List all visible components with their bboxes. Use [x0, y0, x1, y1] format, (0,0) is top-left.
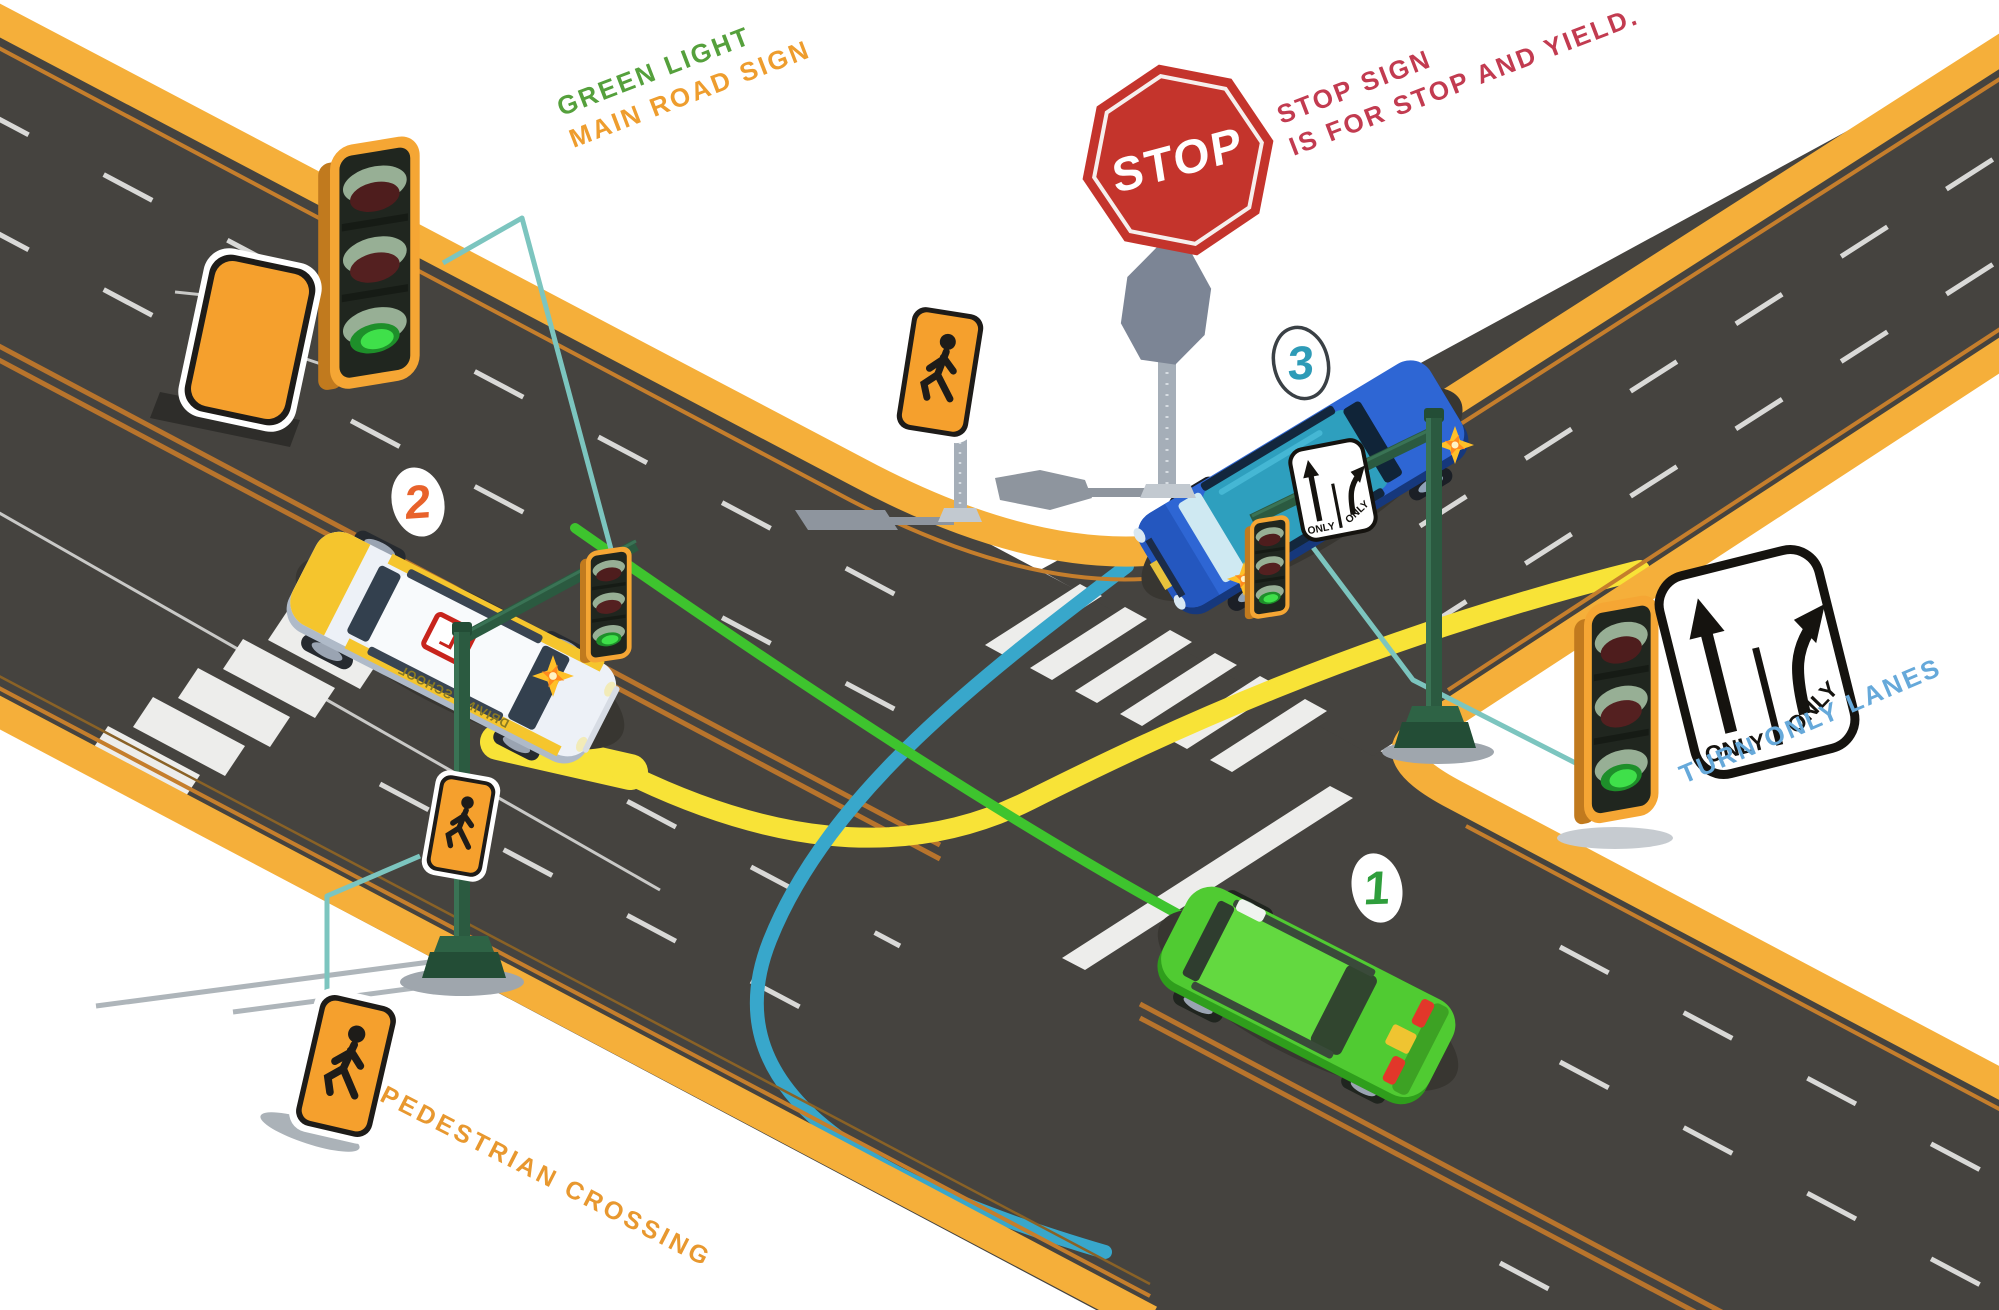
blue-car-grille	[1145, 537, 1186, 598]
driving-school-car: L DRIVING SCHOOL	[286, 530, 620, 764]
traffic-light-hanging-east	[1244, 513, 1290, 621]
lane-sign-small: ONLY ONLY	[1288, 438, 1378, 542]
stop-sign-back	[1120, 247, 1212, 365]
trajectory-green	[570, 523, 1190, 923]
curb-east-accent-2	[1465, 824, 1999, 1112]
traffic-light-hanging-west	[580, 545, 632, 665]
straight-arrow-icon-small	[1303, 460, 1320, 479]
straight-arrow-icon	[1689, 598, 1725, 640]
ped-pole-shadow	[884, 517, 954, 525]
stop-pole-shadow	[1082, 488, 1154, 497]
stop-sign: STOP	[1082, 64, 1274, 256]
callout-green-light	[441, 215, 615, 554]
taxi-side-window-far	[406, 569, 543, 644]
blue-car-roof-highlight	[1218, 430, 1323, 495]
blue-car-hood	[1137, 501, 1230, 608]
stop-sign-octagon	[1082, 64, 1274, 256]
pole-shadow-line-1	[95, 959, 431, 1009]
right-turn-arrow-icon	[1793, 603, 1825, 644]
green-car-windshield	[1182, 900, 1235, 982]
green-car-side-window-far	[1232, 899, 1376, 977]
green-car-taillight-1	[1411, 999, 1435, 1028]
curb-south	[0, 695, 1158, 1310]
signal-pole-east	[1249, 408, 1476, 748]
taxi-bumper	[582, 686, 620, 753]
blue-car-side-window-far	[1200, 405, 1336, 491]
ped-sign-shadow	[795, 510, 898, 530]
blue-car-windshield	[1178, 492, 1246, 583]
trajectory-yellow	[610, 560, 1650, 848]
green-car-taillight-2	[1382, 1056, 1406, 1085]
blue-car-rear-window	[1343, 401, 1402, 483]
green-car-hatch	[1392, 1003, 1449, 1095]
blue-car-headlight-1	[1133, 528, 1146, 543]
green-car-rear-window	[1310, 965, 1377, 1055]
curb-east-accent-1	[1446, 327, 1999, 692]
badge-1-number: 1	[1362, 861, 1392, 915]
callout-pedestrian	[324, 853, 421, 1002]
curb-south-accent	[0, 686, 1151, 1298]
callout-turn-lanes	[1310, 544, 1650, 803]
stop-line	[1062, 786, 1353, 970]
green-car	[1157, 886, 1456, 1105]
traffic-light-east	[1574, 592, 1659, 828]
badge-3-number: 3	[1287, 335, 1315, 390]
taxi-rear-window	[347, 565, 401, 642]
stop-sign-ring	[1092, 74, 1264, 246]
green-car-roof-box	[1236, 899, 1266, 922]
curb-south-accent-dark	[0, 675, 1151, 1286]
badge-3: 3	[1271, 325, 1331, 401]
stop-sign-back-pole	[1120, 247, 1212, 498]
right-turn-arrow-icon-small	[1350, 465, 1365, 483]
green-car-side-window-near	[1191, 981, 1334, 1059]
blue-car-plate	[1149, 559, 1173, 590]
badge-2: 2	[391, 467, 445, 537]
traffic-light-northwest	[318, 133, 420, 394]
lane-dashes-side	[1418, 152, 1999, 634]
stop-sign-back-shadow	[995, 470, 1092, 510]
traffic-light-shadow	[1557, 827, 1673, 849]
blank-orange-sign	[178, 248, 322, 432]
badge-1: 1	[1351, 853, 1403, 923]
lane-sign-large: ONLY ONLY	[1654, 545, 1860, 779]
lane-sign-small-only-left: ONLY	[1307, 521, 1336, 537]
blue-car-headlight-2	[1173, 594, 1186, 610]
step-badges: 2 3 1	[391, 325, 1403, 923]
badge-2-number: 2	[404, 474, 432, 529]
green-car-plate	[1385, 1024, 1417, 1054]
pedestrian-sign-pole-north	[938, 428, 982, 522]
pedestrian-sign-bottom	[285, 984, 406, 1148]
